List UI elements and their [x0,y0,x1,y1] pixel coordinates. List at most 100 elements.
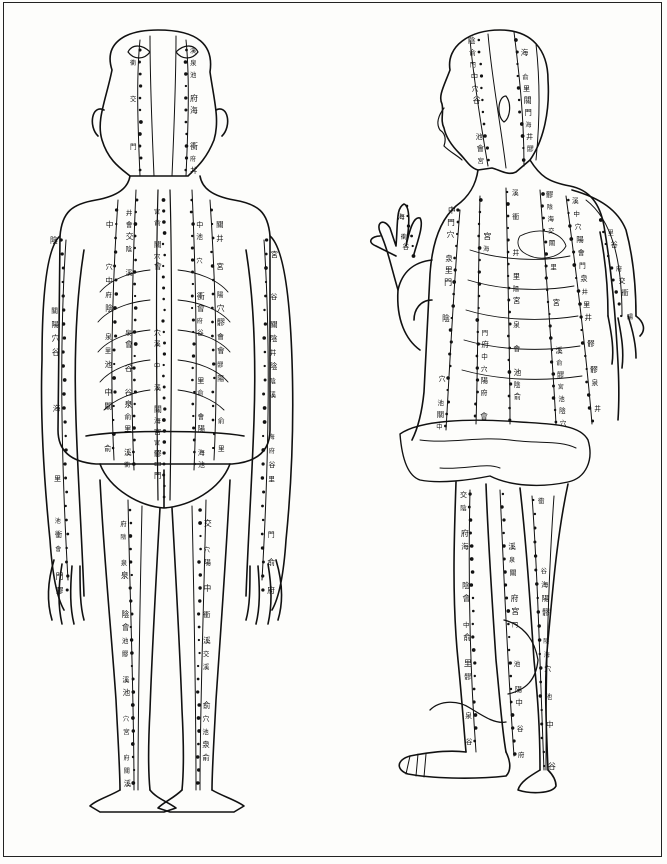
back-foot-right [158,790,244,812]
side-glyph-mark: 衝 [401,233,407,241]
back-acupoint-122 [211,321,214,324]
back-acupoint-174 [262,462,265,465]
back-acupoint-35 [163,342,166,345]
side-acupoint-150 [502,532,504,534]
back-glyph-mark: 穴 [203,714,210,723]
back-acupoint-62 [134,342,138,346]
side-acupoint-1 [478,51,481,54]
side-acupoint-63 [507,227,509,229]
side-acupoint-181 [539,681,542,684]
back-acupoint-5 [139,109,141,111]
back-acupoint-167 [264,365,266,367]
back-acupoint-64 [132,366,135,369]
side-glyph-mark: 髎 [557,371,564,379]
back-acupoint-143 [62,392,65,395]
side-acupoint-164 [511,713,515,717]
side-acupoint-186 [543,751,545,753]
side-acupoint-75 [508,370,512,374]
back-acupoint-208 [199,535,201,537]
back-glyph-mark: 谷 [125,364,133,373]
side-glyph-mark: 門 [482,329,489,337]
back-acupoint-192 [131,613,134,616]
back-glyph-mark: 中 [203,583,211,593]
back-glyph-mark: 里 [197,376,204,385]
side-acupoint-153 [503,570,506,573]
back-leg-left-inner [149,508,161,790]
side-ribs [462,250,582,379]
side-knee-fold [430,620,538,722]
back-hand-right [246,560,282,624]
side-acupoint-152 [503,558,506,561]
back-acupoint-189 [131,574,133,576]
side-acupoint-138 [471,635,474,638]
side-glyph-mark: 里 [583,301,590,309]
back-acupoint-96 [115,208,118,211]
side-glyph-mark: 府 [511,593,519,603]
back-acupoint-148 [64,462,67,465]
back-acupoint-183 [261,588,264,591]
back-glyph-mark: 穴 [154,251,161,260]
side-acupoint-126 [620,315,622,317]
back-acupoint-44 [163,440,167,444]
back-acupoint-92 [192,426,195,429]
side-acupoint-14 [517,75,519,77]
back-acupoint-217 [198,652,200,654]
back-glyph-mark: 交 [204,518,212,528]
back-acupoint-55 [134,259,137,262]
side-acupoint-28 [452,280,456,284]
back-glyph-mark: 府 [190,93,198,103]
back-glyph-mark: 關 [154,405,162,414]
side-glyph-mark: 海 [525,121,531,129]
back-glyph-mark: 衝 [130,59,136,67]
back-acupoint-201 [132,729,135,732]
side-acupoint-132 [470,557,474,561]
side-glyph-mark: 宮 [483,231,491,241]
back-glyph-mark: 髎 [217,362,223,369]
back-acupoint-markers [60,48,269,784]
back-glyph-mark: 穴 [52,333,60,343]
back-glyph-mark: 會 [125,339,133,349]
side-acupoint-77 [508,395,511,398]
side-acupoint-93 [551,349,553,351]
back-acupoint-46 [163,463,166,466]
side-acupoint-166 [512,739,515,742]
side-glyph-mark: 海 [461,542,469,551]
back-acupoint-182 [261,574,264,577]
back-acupoint-215 [198,626,201,629]
side-acupoint-151 [502,544,505,547]
back-acupoint-194 [130,638,133,641]
back-glyph-mark: 海 [190,105,198,115]
back-acupoint-214 [197,612,200,615]
side-acupoint-81 [541,204,544,207]
side-acupoint-98 [554,409,556,411]
side-glyph-mark: 交 [460,490,467,499]
back-glyph-mark: 井 [126,208,133,217]
side-glyph-mark: 里 [464,659,472,668]
back-acupoint-43 [163,429,166,432]
back-acupoint-132 [60,238,63,241]
side-acupoint-88 [546,289,548,291]
back-acupoint-117 [210,251,212,253]
side-glyph-mark: 穴 [560,418,567,427]
side-acupoint-5 [481,99,483,101]
back-acupoint-216 [198,639,200,641]
side-glyph-mark: 會 [462,593,470,603]
side-acupoint-169 [534,513,536,515]
back-glyph-mark: 池 [190,70,197,79]
back-acupoint-103 [113,306,117,310]
side-acupoint-171 [533,541,536,544]
side-acupoint-42 [479,211,482,214]
side-glyph-mark: 穴 [447,229,455,239]
back-acupoint-144 [62,406,66,410]
back-glyph-mark: 陽 [217,290,224,299]
side-acupoint-27 [454,268,457,271]
side-acupoint-31 [451,317,453,319]
back-acupoint-70 [133,439,136,442]
side-glyph-mark: 陰 [559,406,566,415]
side-acupoint-9 [486,146,489,149]
back-glyph-mark: 會 [217,345,225,355]
back-acupoint-147 [64,448,67,451]
side-acupoint-32 [449,328,453,332]
back-acupoint-12 [184,60,188,64]
side-acupoint-94 [550,360,553,363]
